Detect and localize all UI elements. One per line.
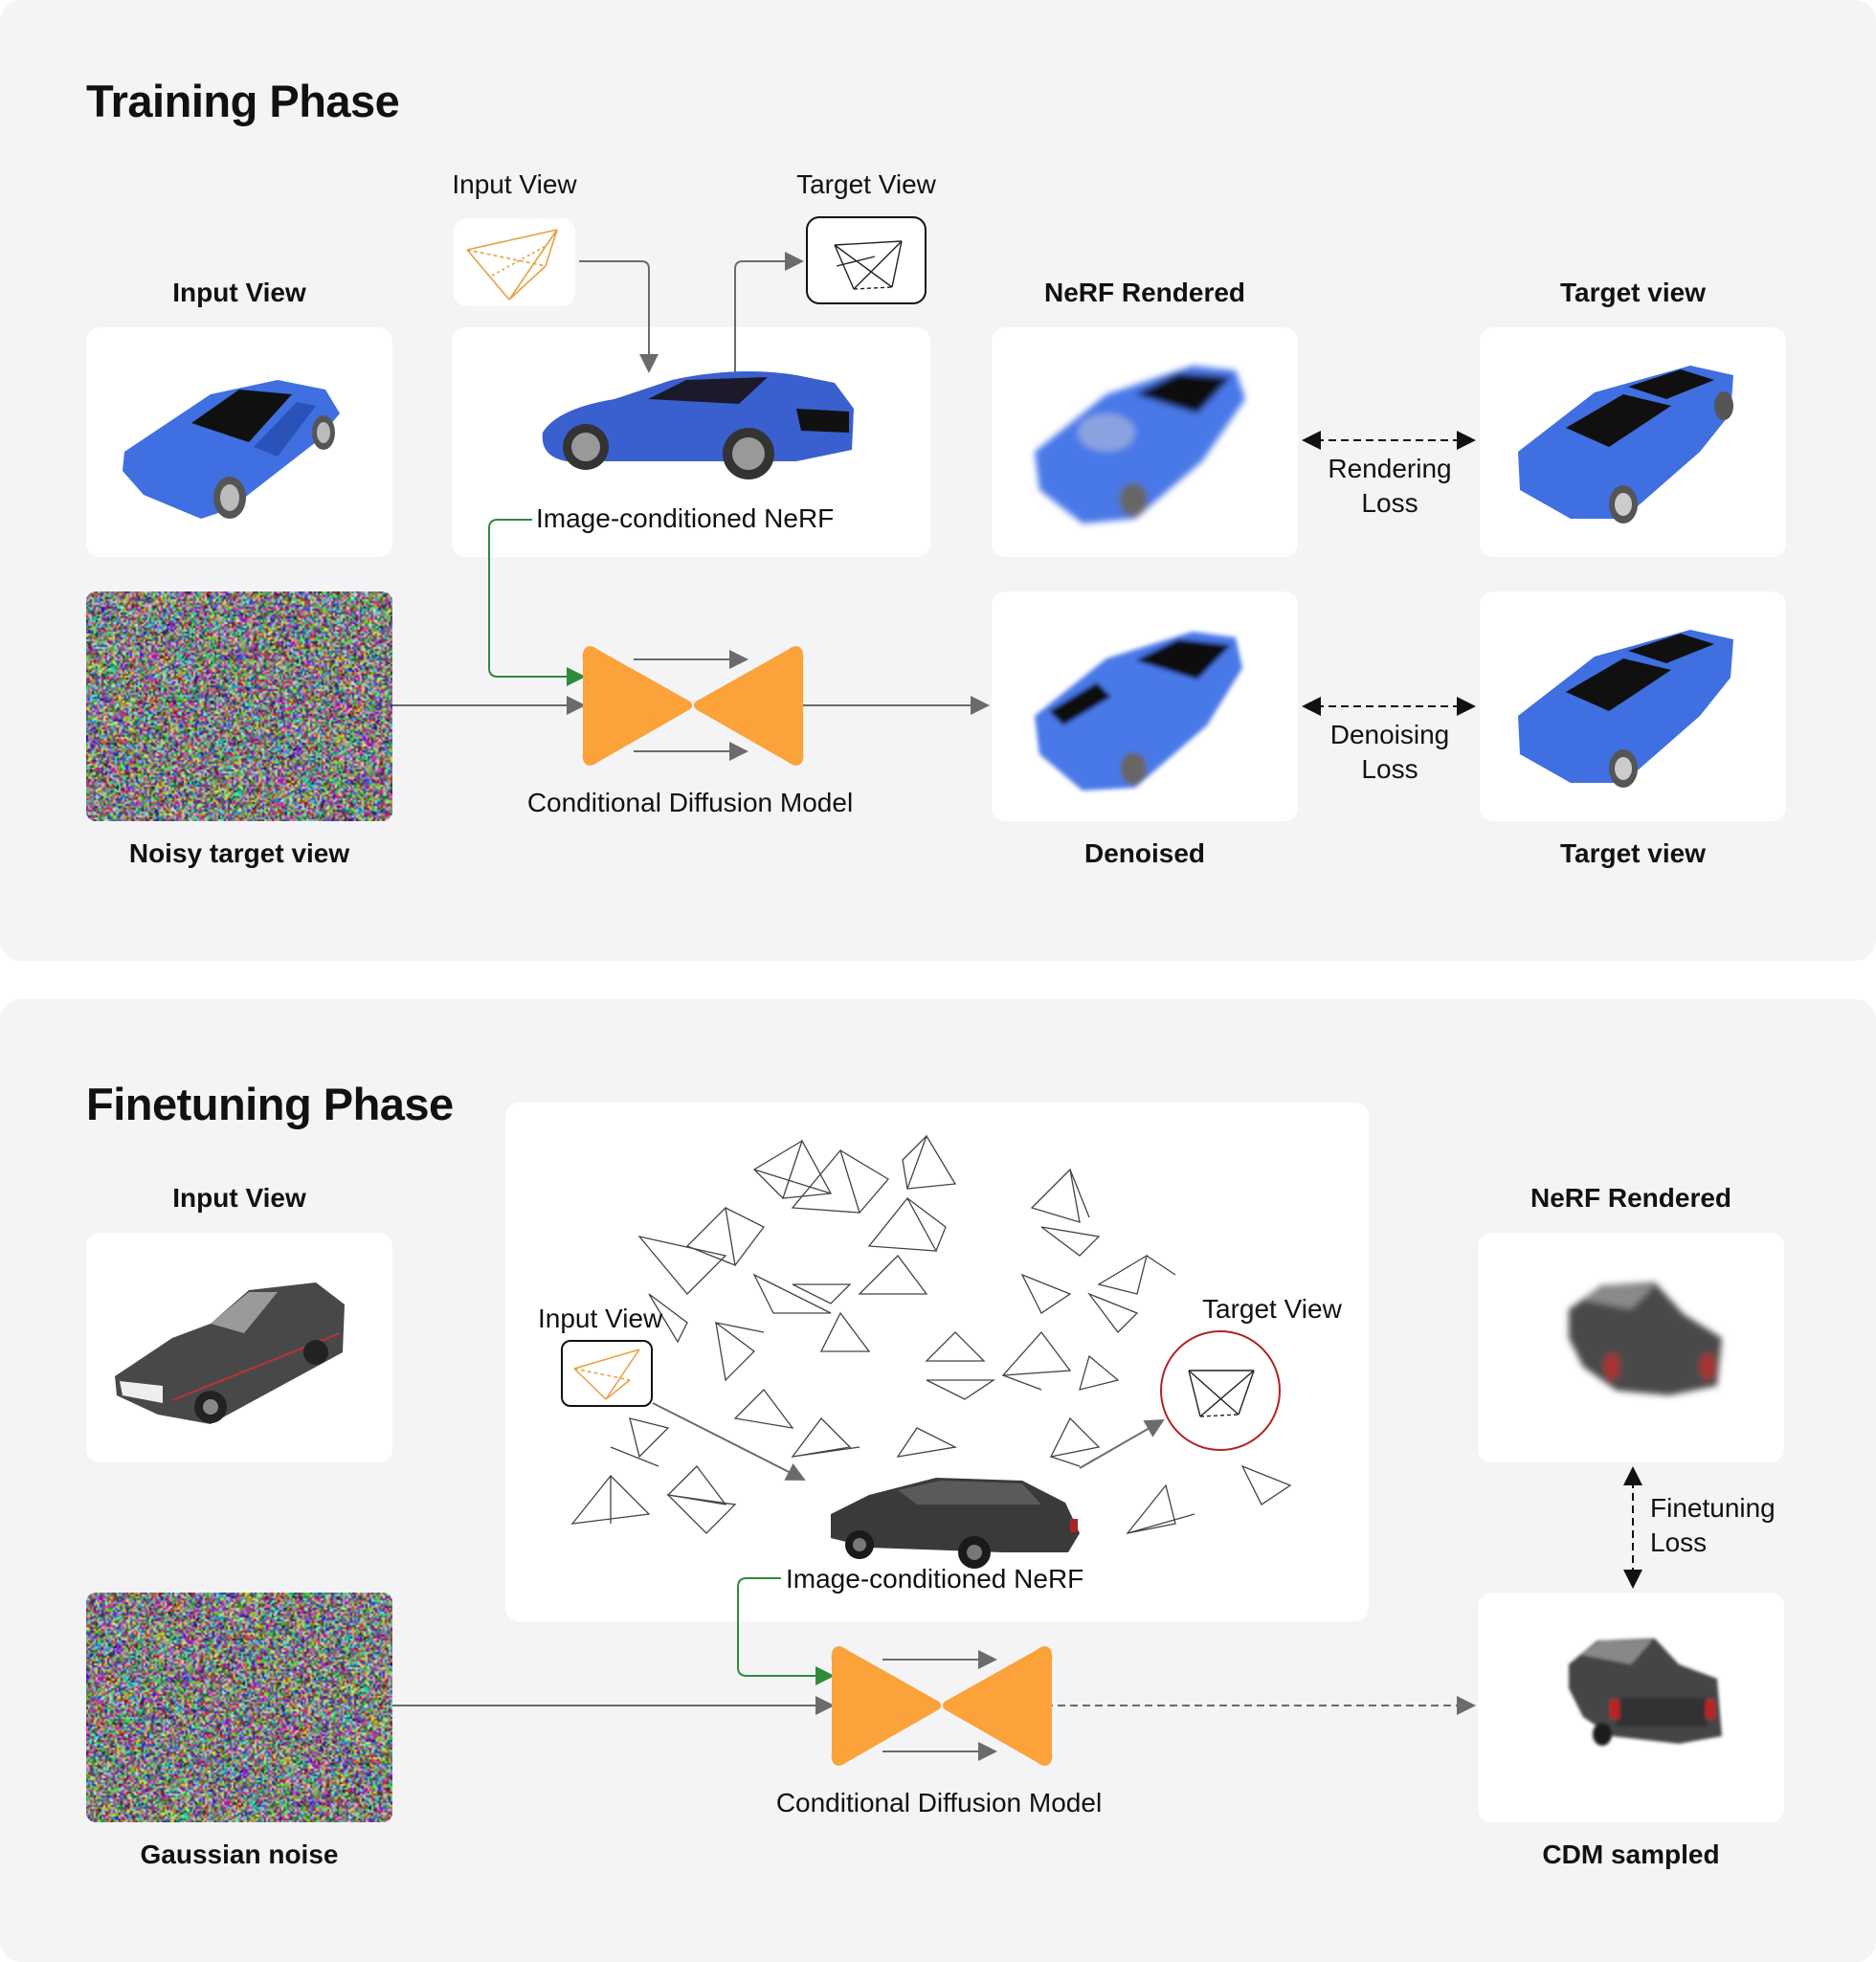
training-nerf-card: Image-conditioned NeRF [452, 327, 930, 557]
camera-frustum-icon [752, 1273, 832, 1314]
arrow-icon [652, 1402, 806, 1481]
arrow-icon [579, 260, 659, 373]
training-target-view-top-image [1480, 327, 1786, 557]
camera-frustum-icon [1097, 1254, 1176, 1295]
training-camera-target-label: Target View [796, 169, 936, 199]
finetuning-cdm-label: Conditional Diffusion Model [775, 1788, 1103, 1817]
camera-frustum-icon [1020, 1273, 1072, 1314]
gray-car-rear-image [1569, 1639, 1722, 1746]
camera-frustum-icon [867, 1196, 947, 1252]
gaussian-noise-label: Gaussian noise [140, 1839, 339, 1869]
camera-frustum-icon [685, 1206, 765, 1267]
blurry-blue-car-image [1035, 366, 1245, 524]
conditioning-arrow-icon [488, 519, 586, 686]
training-phase-title: Training Phase [86, 76, 400, 126]
hourglass-cdm-icon [831, 1646, 1053, 1766]
camera-frustum-icon [1126, 1483, 1195, 1534]
camera-frustum-icon [637, 1235, 727, 1295]
rendering-loss-line1: Rendering [1328, 454, 1452, 483]
finetuning-nerf-rendered-image [1478, 1233, 1784, 1462]
finetuning-panel: Finetuning Phase Input View NeRF Rendere… [0, 999, 1876, 1962]
camera-frustum-icon [648, 1293, 688, 1344]
denoising-loss-line2: Loss [1361, 754, 1418, 784]
training-camera-input-icon [454, 218, 575, 306]
cdm-sampled-label: CDM sampled [1542, 1839, 1720, 1869]
finetuning-loss-line1: Finetuning [1650, 1493, 1776, 1523]
camera-frustum-icon [1030, 1168, 1090, 1223]
camera-cloud-scene [570, 1134, 1292, 1569]
camera-frustum-icon [573, 1349, 640, 1400]
training-target-view-bottom-image [1480, 591, 1786, 821]
training-camera-input-label: Input View [452, 169, 577, 199]
denoised-label: Denoised [1083, 838, 1206, 868]
training-target-view-label-top: Target view [1560, 278, 1706, 307]
camera-frustum-icon [925, 1331, 996, 1400]
camera-frustum-icon [819, 1311, 871, 1352]
training-target-view-label-bottom: Target view [1560, 838, 1706, 868]
camera-frustum-icon [570, 1475, 651, 1525]
conditioning-arrow-icon [737, 1577, 835, 1685]
gaussian-noise-image [86, 1593, 392, 1822]
camera-frustum-icon [902, 1134, 957, 1190]
denoised-image [992, 591, 1298, 821]
camera-frustum-icon [733, 1389, 794, 1429]
training-input-view-label: Input View [172, 278, 306, 307]
camera-frustum-icon [752, 1139, 833, 1199]
blurry-gray-car-image [1569, 1282, 1722, 1395]
cdm-sampled-image [1478, 1593, 1784, 1822]
finetuning-loss-line2: Loss [1650, 1527, 1708, 1557]
training-input-view-image [86, 327, 392, 557]
finetuning-connectors [392, 1402, 1642, 1766]
finetuning-camera-target-label: Target View [1202, 1294, 1342, 1324]
training-nerf-rendered-image [992, 327, 1298, 557]
finetuning-phase-title: Finetuning Phase [86, 1079, 454, 1129]
dark-car-image [831, 1478, 1080, 1569]
camera-frustum-icon [1049, 1416, 1101, 1467]
camera-frustum-icon [1240, 1464, 1292, 1505]
training-camera-target-icon [806, 216, 927, 304]
blue-car-rear-image [1518, 630, 1733, 788]
camera-frustum-icon [666, 1494, 737, 1534]
training-connectors [392, 252, 1476, 766]
camera-frustum-icon [896, 1427, 958, 1458]
finetuning-nerf-label: Image-conditioned NeRF [786, 1564, 1084, 1594]
training-nerf-label: Image-conditioned NeRF [536, 503, 835, 533]
camera-frustum-icon [466, 229, 558, 301]
blurry-blue-car-image [1035, 632, 1242, 791]
gray-car-image [115, 1282, 345, 1424]
arrow-icon [1079, 1419, 1165, 1469]
camera-frustum-icon [666, 1465, 727, 1505]
camera-frustum-icon [791, 1148, 889, 1214]
noisy-target-view-label: Noisy target view [128, 838, 350, 868]
rendering-loss-line2: Loss [1361, 488, 1418, 518]
camera-frustum-icon [715, 1321, 765, 1382]
arrow-icon [734, 252, 804, 373]
camera-frustum-icon [610, 1417, 670, 1467]
hourglass-cdm-icon [582, 646, 804, 766]
camera-frustum-icon [1188, 1370, 1255, 1417]
camera-frustum-icon [858, 1255, 928, 1295]
camera-frustum-icon [791, 1417, 860, 1458]
camera-frustum-icon [1087, 1292, 1139, 1333]
finetuning-input-view-image [86, 1233, 392, 1462]
camera-frustum-icon [1040, 1226, 1101, 1257]
camera-frustum-icon [1001, 1330, 1072, 1391]
denoising-loss-line1: Denoising [1329, 720, 1450, 749]
training-cdm-label: Conditional Diffusion Model [526, 788, 854, 817]
camera-frustum-icon [792, 1283, 852, 1304]
finetuning-camera-input-label: Input View [538, 1304, 663, 1333]
training-nerf-rendered-label: NeRF Rendered [1043, 278, 1246, 307]
training-panel: Training Phase Input View Input View Tar… [0, 0, 1876, 961]
finetuning-nerf-rendered-label: NeRF Rendered [1530, 1183, 1732, 1213]
finetuning-camera-input-icon [561, 1340, 653, 1407]
blue-car-rear-image [1518, 366, 1733, 524]
finetuning-camera-target-icon [1160, 1330, 1281, 1451]
blue-car-image [123, 380, 340, 519]
finetuning-input-view-label: Input View [172, 1183, 306, 1213]
camera-frustum-icon [1079, 1354, 1120, 1391]
blue-car-side-image [542, 371, 854, 479]
camera-frustum-icon [834, 240, 903, 290]
noisy-target-view-image [86, 591, 392, 821]
